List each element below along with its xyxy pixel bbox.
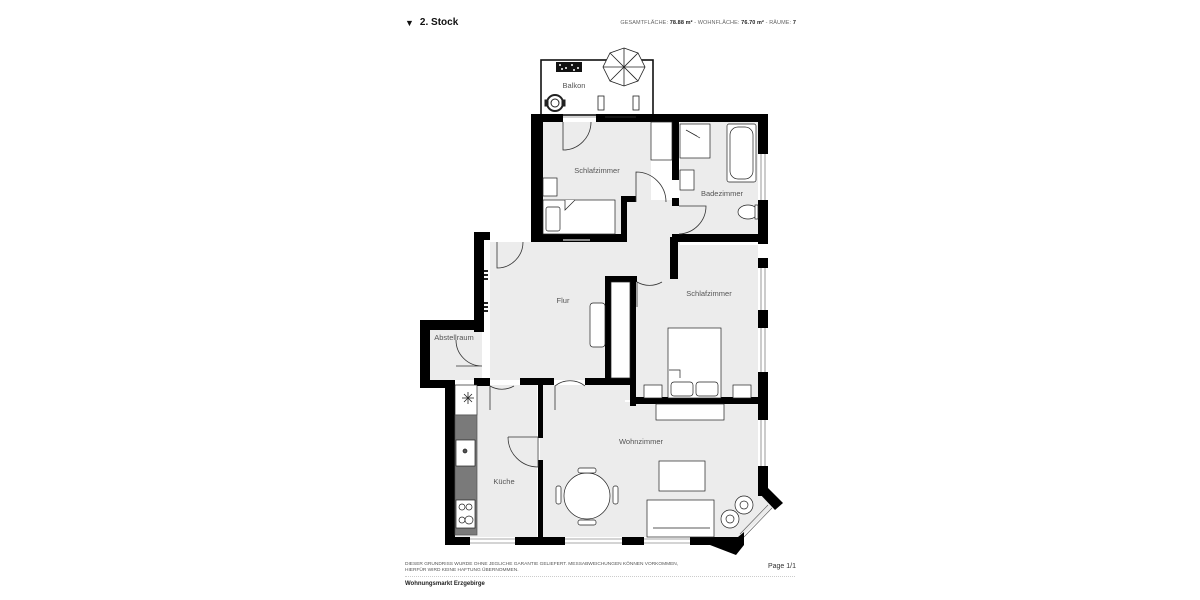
- footer-divider: [405, 576, 795, 577]
- separator: -: [692, 20, 698, 26]
- rooms-value: 7: [792, 20, 796, 26]
- floor-title[interactable]: ▼ 2. Stock: [405, 17, 458, 28]
- room-label-schlafzimmer-2: Schlafzimmer: [686, 289, 732, 298]
- room-label-kueche: Küche: [493, 477, 514, 486]
- page-indicator: Page 1/1: [767, 563, 796, 570]
- plant-icon: [720, 495, 754, 529]
- company-name: Wohnungsmarkt Erzgebirge: [405, 581, 485, 587]
- room-label-abstellraum: Abstellraum: [434, 333, 474, 342]
- total-area-label: GESAMTFLÄCHE:: [620, 20, 669, 26]
- walls: [420, 114, 783, 555]
- rooms-label: RÄUME:: [769, 20, 792, 26]
- collapse-triangle-icon[interactable]: ▼: [405, 17, 414, 28]
- floor-name: 2. Stock: [419, 17, 459, 28]
- windows: [470, 116, 773, 544]
- room-label-balkon: Balkon: [563, 81, 586, 90]
- disclaimer-line-2: hierfür wird keine Haftung übernommen.: [405, 568, 519, 573]
- area-summary: GESAMTFLÄCHE: 78.88 m² - WOHNFLÄCHE: 76.…: [620, 20, 796, 26]
- doors: [455, 121, 707, 468]
- furniture: [454, 121, 759, 538]
- total-area-value: 78.88 m²: [669, 20, 693, 26]
- disclaimer: Dieser Grundriss wurde ohne jegliche Gar…: [405, 562, 705, 574]
- room-label-schlafzimmer-1: Schlafzimmer: [574, 166, 620, 175]
- room-label-flur: Flur: [557, 296, 570, 305]
- fan-icon: [462, 392, 474, 404]
- separator: -: [763, 20, 770, 26]
- room-label-wohnzimmer: Wohnzimmer: [619, 437, 664, 446]
- parasol-icon: [602, 47, 646, 87]
- grill-icon: [544, 94, 566, 112]
- room-label-badezimmer: Badezimmer: [701, 189, 744, 198]
- living-area-value: 76.70 m²: [741, 20, 764, 26]
- living-area-label: WOHNFLÄCHE:: [697, 20, 740, 26]
- disclaimer-line-1: Dieser Grundriss wurde ohne jegliche Gar…: [405, 562, 679, 567]
- balcony: Balkon: [540, 47, 654, 116]
